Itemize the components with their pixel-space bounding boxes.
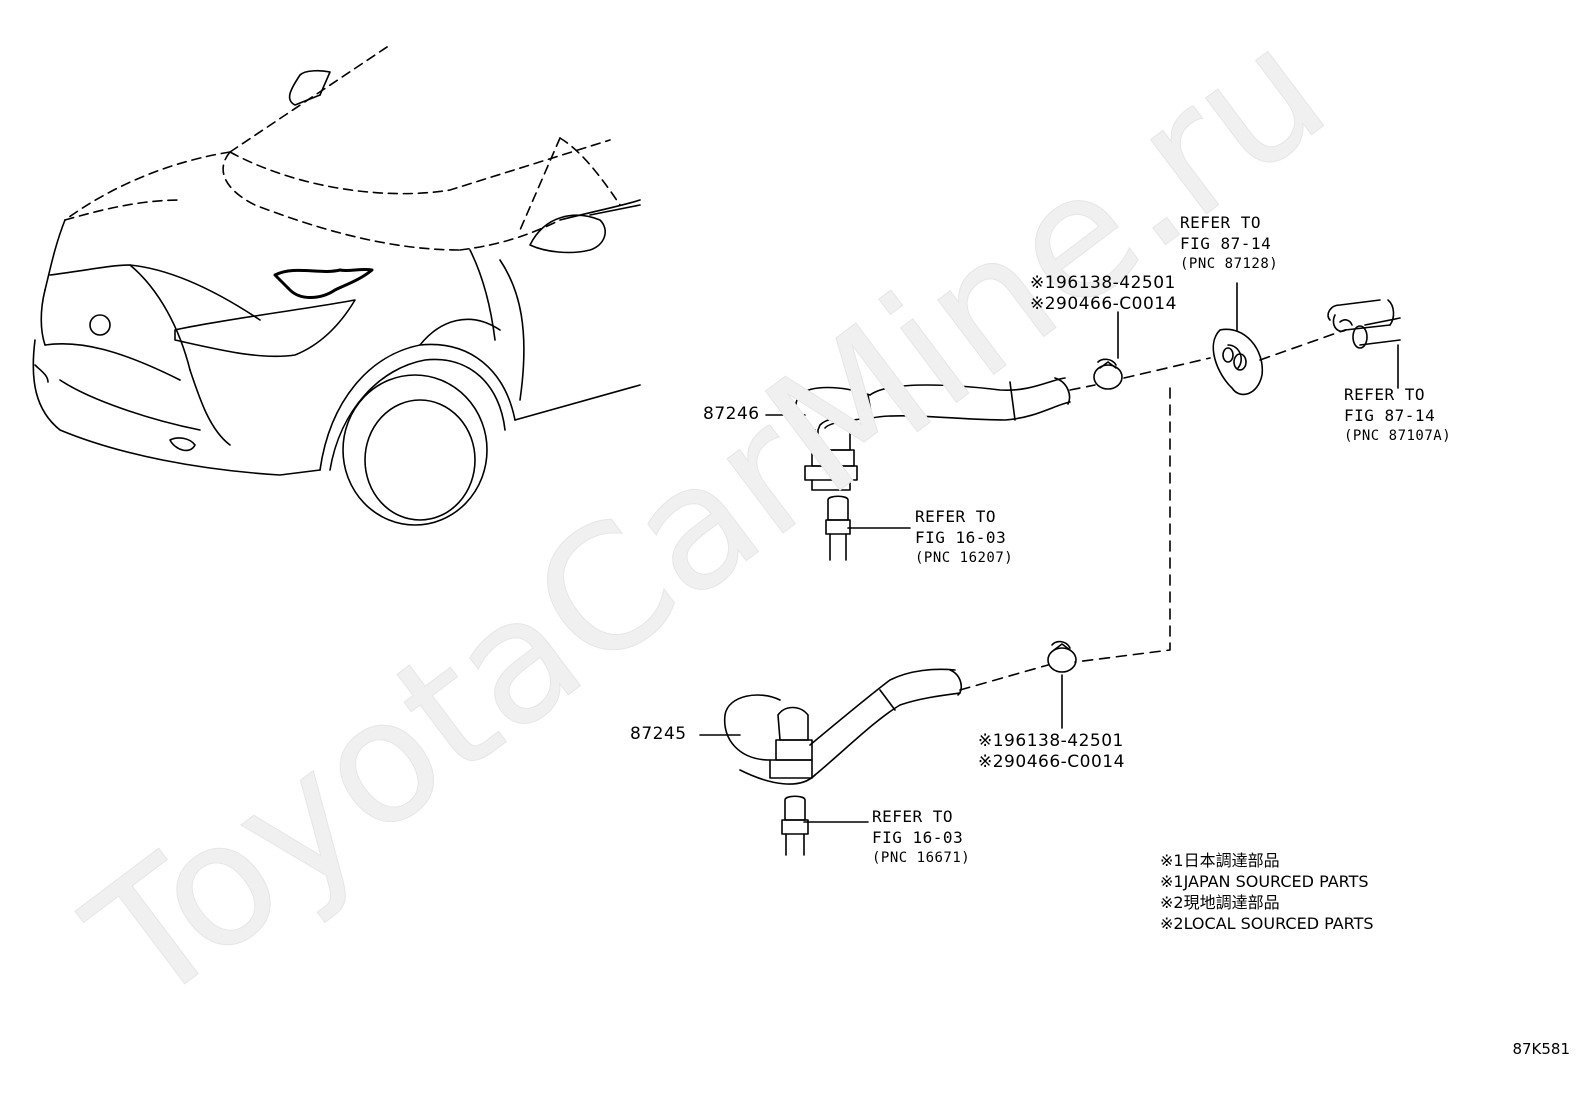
- ref-grommet: REFER TO FIG 87-14 (PNC 87128): [1180, 212, 1278, 275]
- clamp-upper: [1093, 358, 1123, 390]
- clamp-upper-code-2: ※290466-C0014: [1030, 294, 1177, 314]
- ref-upper-valve-pnc: (PNC 16207): [915, 550, 1014, 566]
- ref-upper-valve: REFER TO FIG 16-03 (PNC 16207): [915, 506, 1013, 569]
- clamp-upper-code-1: ※196138-42501: [1030, 273, 1176, 293]
- ref-lower-valve: REFER TO FIG 16-03 (PNC 16671): [872, 806, 970, 869]
- clamp-lower-codes: ※196138-42501 ※290466-C0014: [978, 731, 1125, 773]
- hose-87245: [723, 668, 963, 856]
- ref-grommet-line2: FIG 87-14: [1180, 234, 1272, 253]
- vehicle-front-illustration: [32, 44, 641, 526]
- ref-lower-valve-line2: FIG 16-03: [872, 828, 964, 847]
- ref-upper-valve-line1: REFER TO: [915, 507, 997, 526]
- grommet: [1212, 328, 1264, 396]
- part-number-87246: 87246: [703, 404, 760, 424]
- connection-lines: [959, 329, 1346, 691]
- ref-lower-valve-line1: REFER TO: [872, 807, 954, 826]
- ref-grommet-line1: REFER TO: [1180, 213, 1262, 232]
- note-1: ※1日本調達部品: [1160, 851, 1280, 870]
- note-2: ※1JAPAN SOURCED PARTS: [1160, 872, 1369, 891]
- note-4: ※2LOCAL SOURCED PARTS: [1160, 914, 1374, 933]
- sourcing-notes: ※1日本調達部品 ※1JAPAN SOURCED PARTS ※2現地調達部品 …: [1160, 850, 1374, 934]
- pipe-ends: [1327, 299, 1401, 349]
- ref-pipes-pnc: (PNC 87107A): [1344, 428, 1452, 444]
- hose-87246: [795, 377, 1071, 561]
- ref-pipes: REFER TO FIG 87-14 (PNC 87107A): [1344, 384, 1451, 447]
- clamp-lower: [1047, 640, 1077, 673]
- clamp-upper-codes: ※196138-42501 ※290466-C0014: [1030, 273, 1177, 315]
- ref-grommet-pnc: (PNC 87128): [1180, 256, 1279, 272]
- clamp-lower-code-2: ※290466-C0014: [978, 752, 1125, 772]
- leader-lines: [699, 282, 1399, 823]
- ref-lower-valve-pnc: (PNC 16671): [872, 850, 971, 866]
- figure-code: 87K581: [1512, 1040, 1570, 1058]
- part-number-87245: 87245: [630, 724, 687, 744]
- ref-pipes-line2: FIG 87-14: [1344, 406, 1436, 425]
- ref-upper-valve-line2: FIG 16-03: [915, 528, 1007, 547]
- ref-pipes-line1: REFER TO: [1344, 385, 1426, 404]
- note-3: ※2現地調達部品: [1160, 893, 1280, 912]
- clamp-lower-code-1: ※196138-42501: [978, 731, 1124, 751]
